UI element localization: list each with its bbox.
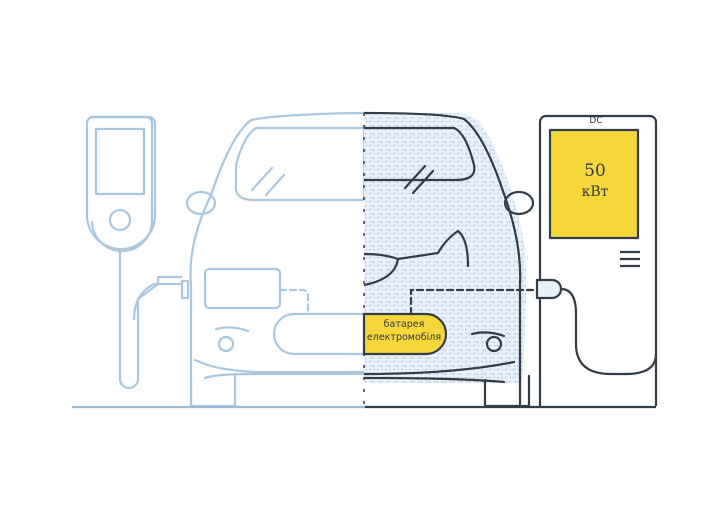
battery-label-line2: електромобіля xyxy=(366,332,442,343)
power-unit: кВт xyxy=(581,184,609,200)
ac-charger xyxy=(85,115,190,390)
power-value: 50 xyxy=(584,161,606,181)
ac-charger-button-icon xyxy=(108,208,132,232)
battery-label-line1: батарея xyxy=(383,319,425,330)
dc-charger-screen xyxy=(548,128,640,240)
battery-pill xyxy=(362,312,448,356)
ac-charger-screen-icon xyxy=(94,127,146,196)
dc-label: DC xyxy=(589,116,603,126)
car-left-outline xyxy=(185,111,364,408)
dc-charger xyxy=(535,114,658,406)
car-right-textured xyxy=(364,111,539,408)
vent-lines-icon xyxy=(620,250,640,268)
